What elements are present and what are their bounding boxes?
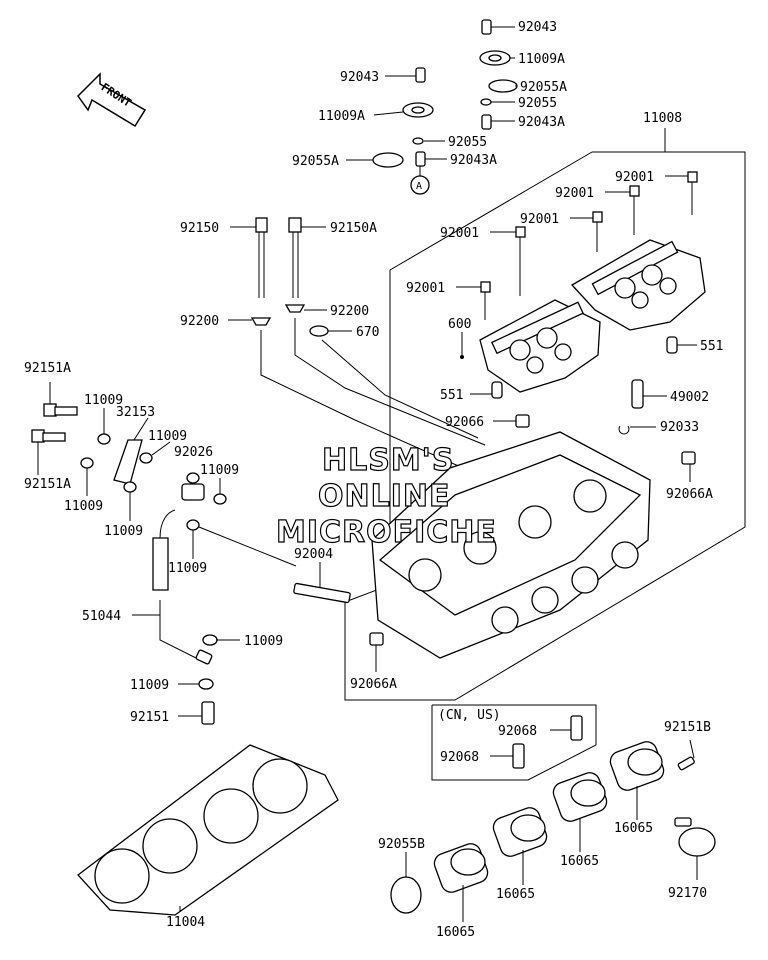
label-32153: 32153 [116, 405, 155, 420]
top-left-parts [346, 67, 447, 195]
label-92043A-left: 92043A [450, 153, 497, 168]
label-11009-7: 11009 [244, 634, 283, 649]
label-92150A: 92150A [330, 221, 377, 236]
label-16065-a: 16065 [614, 821, 653, 836]
cylinder-head [371, 431, 651, 659]
label-92055A-top: 92055A [520, 80, 567, 95]
cn-us-frame [431, 704, 597, 781]
label-11009-3: 11009 [200, 463, 239, 478]
label-92001-e: 92001 [406, 281, 445, 296]
label-49002: 49002 [670, 390, 709, 405]
label-11009A-top: 11009A [518, 52, 565, 67]
label-92043A-top: 92043A [518, 115, 565, 130]
watermark: HLSM'S ONLINE MICROFICHE [275, 442, 497, 550]
label-92068-a: 92068 [498, 724, 537, 739]
label-11009A-left: 11009A [318, 109, 365, 124]
label-11009-1: 11009 [84, 393, 123, 408]
label-92043-top: 92043 [518, 20, 557, 35]
label-92150: 92150 [180, 221, 219, 236]
label-11008: 11008 [643, 111, 682, 126]
label-92066A-right: 92066A [666, 487, 713, 502]
label-11004: 11004 [166, 915, 205, 930]
label-92001-c: 92001 [520, 212, 559, 227]
label-92200-left: 92200 [180, 314, 219, 329]
label-92066: 92066 [445, 415, 484, 430]
label-92001-d: 92001 [440, 226, 479, 241]
label-11009-2: 11009 [148, 429, 187, 444]
label-92001-b: 92001 [555, 186, 594, 201]
head-gasket [77, 744, 339, 916]
label-11009-8: 11009 [130, 678, 169, 693]
cam-holder-left [479, 299, 601, 393]
label-92004: 92004 [294, 547, 333, 562]
label-92200-right: 92200 [330, 304, 369, 319]
label-670: 670 [356, 325, 379, 340]
label-92001-a: 92001 [615, 170, 654, 185]
label-92151: 92151 [130, 710, 169, 725]
watermark-line-3: MICROFICHE [276, 515, 497, 550]
label-51044: 51044 [82, 609, 121, 624]
label-16065-b: 16065 [560, 854, 599, 869]
label-92055-top: 92055 [518, 96, 557, 111]
label-551-right: 551 [700, 339, 723, 354]
label-11009-6: 11009 [168, 561, 207, 576]
top-right-parts [479, 19, 518, 130]
intake-holders [390, 739, 716, 922]
oil-line-parts [31, 382, 297, 725]
label-92026: 92026 [174, 445, 213, 460]
watermark-line-1: HLSM'S [322, 443, 454, 478]
label-92068-b: 92068 [440, 750, 479, 765]
front-arrow-icon: FRONT [77, 72, 147, 128]
label-92151A-bottom: 92151A [24, 477, 71, 492]
cam-holder-right [570, 239, 706, 331]
label-92033: 92033 [660, 420, 699, 435]
label-92151B: 92151B [664, 720, 711, 735]
callout-a: A [416, 181, 422, 192]
label-92055-left: 92055 [448, 135, 487, 150]
label-11009-5: 11009 [104, 524, 143, 539]
label-92055B: 92055B [378, 837, 425, 852]
label-16065-d: 16065 [436, 925, 475, 940]
watermark-line-2: ONLINE [318, 479, 451, 514]
label-92066A-bottom: 92066A [350, 677, 397, 692]
cn-us-note: (CN, US) [438, 708, 501, 723]
label-16065-c: 16065 [496, 887, 535, 902]
label-92151A-top: 92151A [24, 361, 71, 376]
label-600: 600 [448, 317, 471, 332]
head-bolts [228, 217, 491, 481]
cam-cap-bolts [456, 171, 698, 320]
label-551-left: 551 [440, 388, 463, 403]
label-11009-4: 11009 [64, 499, 103, 514]
label-92170: 92170 [668, 886, 707, 901]
label-92043-left: 92043 [340, 70, 379, 85]
label-92055A-left: 92055A [292, 154, 339, 169]
